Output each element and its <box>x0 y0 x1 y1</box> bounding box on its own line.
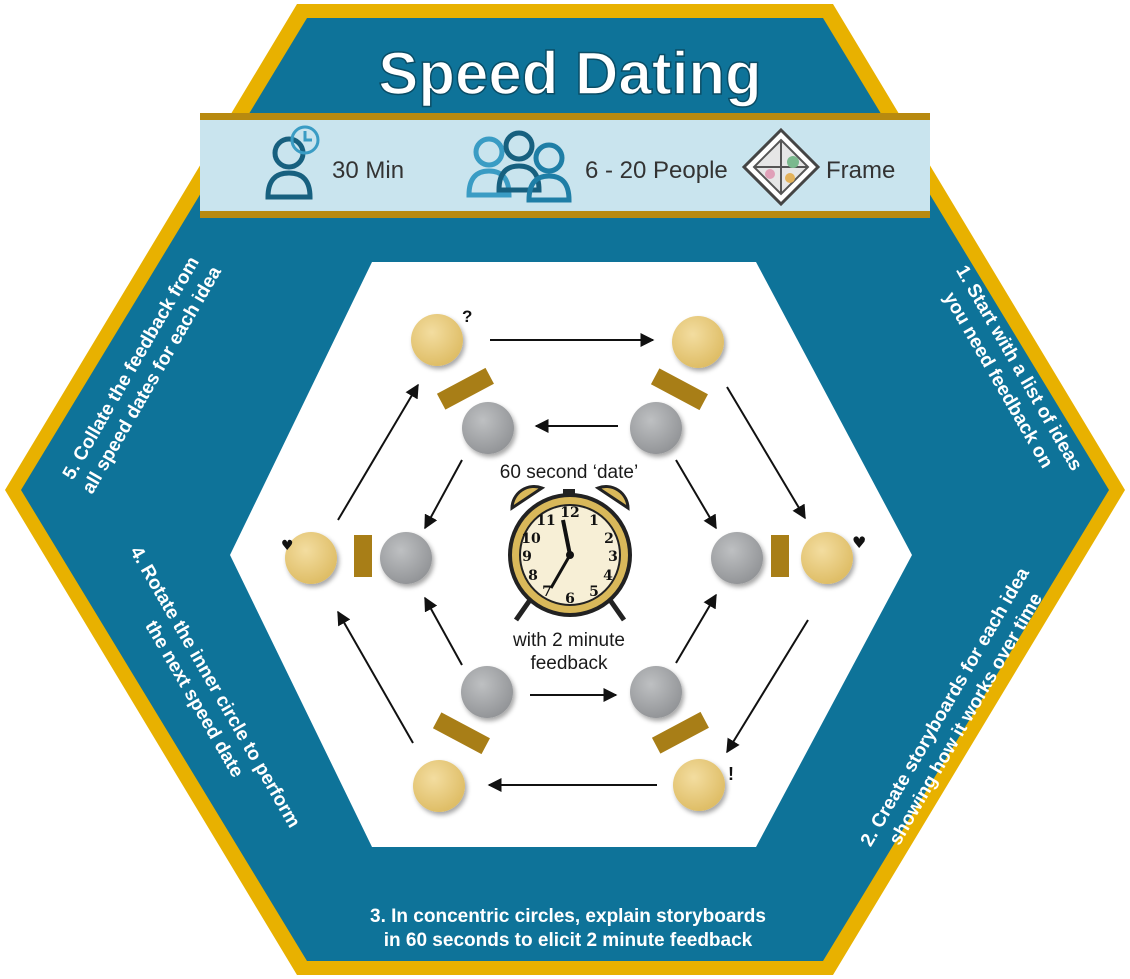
people-label: 6 - 20 People <box>585 157 728 184</box>
question-marker: ? <box>462 307 472 326</box>
table-top-left <box>436 367 494 410</box>
frame-diamond-icon <box>741 127 821 207</box>
svg-text:9: 9 <box>522 549 532 565</box>
outer-participants <box>285 314 853 812</box>
svg-text:5: 5 <box>589 584 599 600</box>
svg-text:8: 8 <box>528 568 538 584</box>
duration-label: 30 Min <box>332 157 404 184</box>
inner-participant <box>462 402 514 454</box>
center-top-label: 60 second ‘date’ <box>500 462 638 483</box>
inner-participant <box>630 666 682 718</box>
outer-participant <box>411 314 463 366</box>
svg-text:2: 2 <box>604 531 614 547</box>
inner-participant <box>711 532 763 584</box>
inner-rotation-arrows <box>424 419 717 702</box>
page-title: Speed Dating <box>378 40 761 107</box>
outer-participant <box>413 760 465 812</box>
outer-participant <box>673 759 725 811</box>
table-bottom-right <box>651 711 709 754</box>
outer-participant <box>672 316 724 368</box>
heart-marker: ♥ <box>852 533 866 552</box>
svg-text:11: 11 <box>536 513 555 529</box>
inner-participant <box>380 532 432 584</box>
table-top-right <box>650 368 708 411</box>
svg-text:6: 6 <box>565 591 575 607</box>
header-gold-stripe-bottom <box>200 211 930 218</box>
exclaim-marker: ! <box>728 764 734 784</box>
inner-participants <box>380 402 763 718</box>
svg-text:10: 10 <box>521 531 541 547</box>
svg-text:7: 7 <box>542 584 552 600</box>
svg-text:1: 1 <box>589 513 599 529</box>
center-bottom-label-line-2: feedback <box>530 653 608 674</box>
center-bottom-label-line-1: with 2 minute <box>512 630 625 651</box>
tables <box>354 367 789 755</box>
step-3-line-2: in 60 seconds to elicit 2 minute feedbac… <box>384 930 753 951</box>
header-gold-stripe-top <box>200 113 930 120</box>
inner-participant <box>630 402 682 454</box>
broken-heart-marker: ♥ <box>281 538 294 554</box>
outer-participant <box>801 532 853 584</box>
table-right <box>771 535 789 577</box>
outer-rotation-arrows <box>337 333 809 792</box>
outer-participant <box>285 532 337 584</box>
svg-text:4: 4 <box>603 568 613 584</box>
step-3-line-1: 3. In concentric circles, explain storyb… <box>370 906 766 927</box>
svg-text:12: 12 <box>560 505 579 521</box>
table-left <box>354 535 372 577</box>
group-people-icon <box>466 130 572 203</box>
phase-label: Frame <box>826 157 895 184</box>
clock-person-icon <box>265 125 320 200</box>
inner-participant <box>461 666 513 718</box>
alarm-clock-icon: 12 1 2 3 4 5 6 7 8 9 10 11 <box>508 485 632 622</box>
table-bottom-left <box>432 712 490 755</box>
svg-text:3: 3 <box>608 549 618 565</box>
